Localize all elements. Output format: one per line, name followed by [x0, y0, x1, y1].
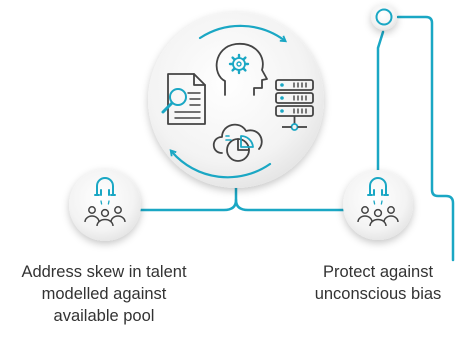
document-search-icon	[161, 73, 206, 125]
top-node	[371, 4, 397, 30]
caption-protect-bias: Protect against unconscious bias	[296, 261, 460, 305]
caption-line: modelled against	[41, 285, 167, 303]
hub-node	[148, 12, 324, 188]
connector-right	[234, 198, 347, 212]
connector-top-to-right	[376, 30, 385, 177]
connector-top-node	[396, 15, 455, 262]
right-node	[343, 170, 413, 240]
people-group-icon	[357, 206, 399, 227]
people-group-icon	[84, 206, 126, 227]
head-gear-icon	[215, 43, 268, 96]
caption-address-skew: Address skew in talent modelled against …	[0, 261, 208, 327]
caption-line: unconscious bias	[314, 285, 442, 303]
cycle-arrows-icon	[169, 24, 288, 179]
magnet-icon	[367, 177, 389, 205]
caption-line: Protect against	[322, 263, 434, 281]
connector-left	[136, 186, 238, 212]
cloud-pie-chart-icon	[212, 123, 263, 162]
empty-node-icon	[375, 8, 393, 26]
left-node	[69, 169, 141, 241]
magnet-icon	[94, 177, 116, 205]
server-network-icon	[275, 79, 314, 131]
connector-lines	[136, 15, 455, 262]
caption-line: Address skew in talent	[21, 263, 187, 281]
caption-line: available pool	[53, 307, 155, 325]
